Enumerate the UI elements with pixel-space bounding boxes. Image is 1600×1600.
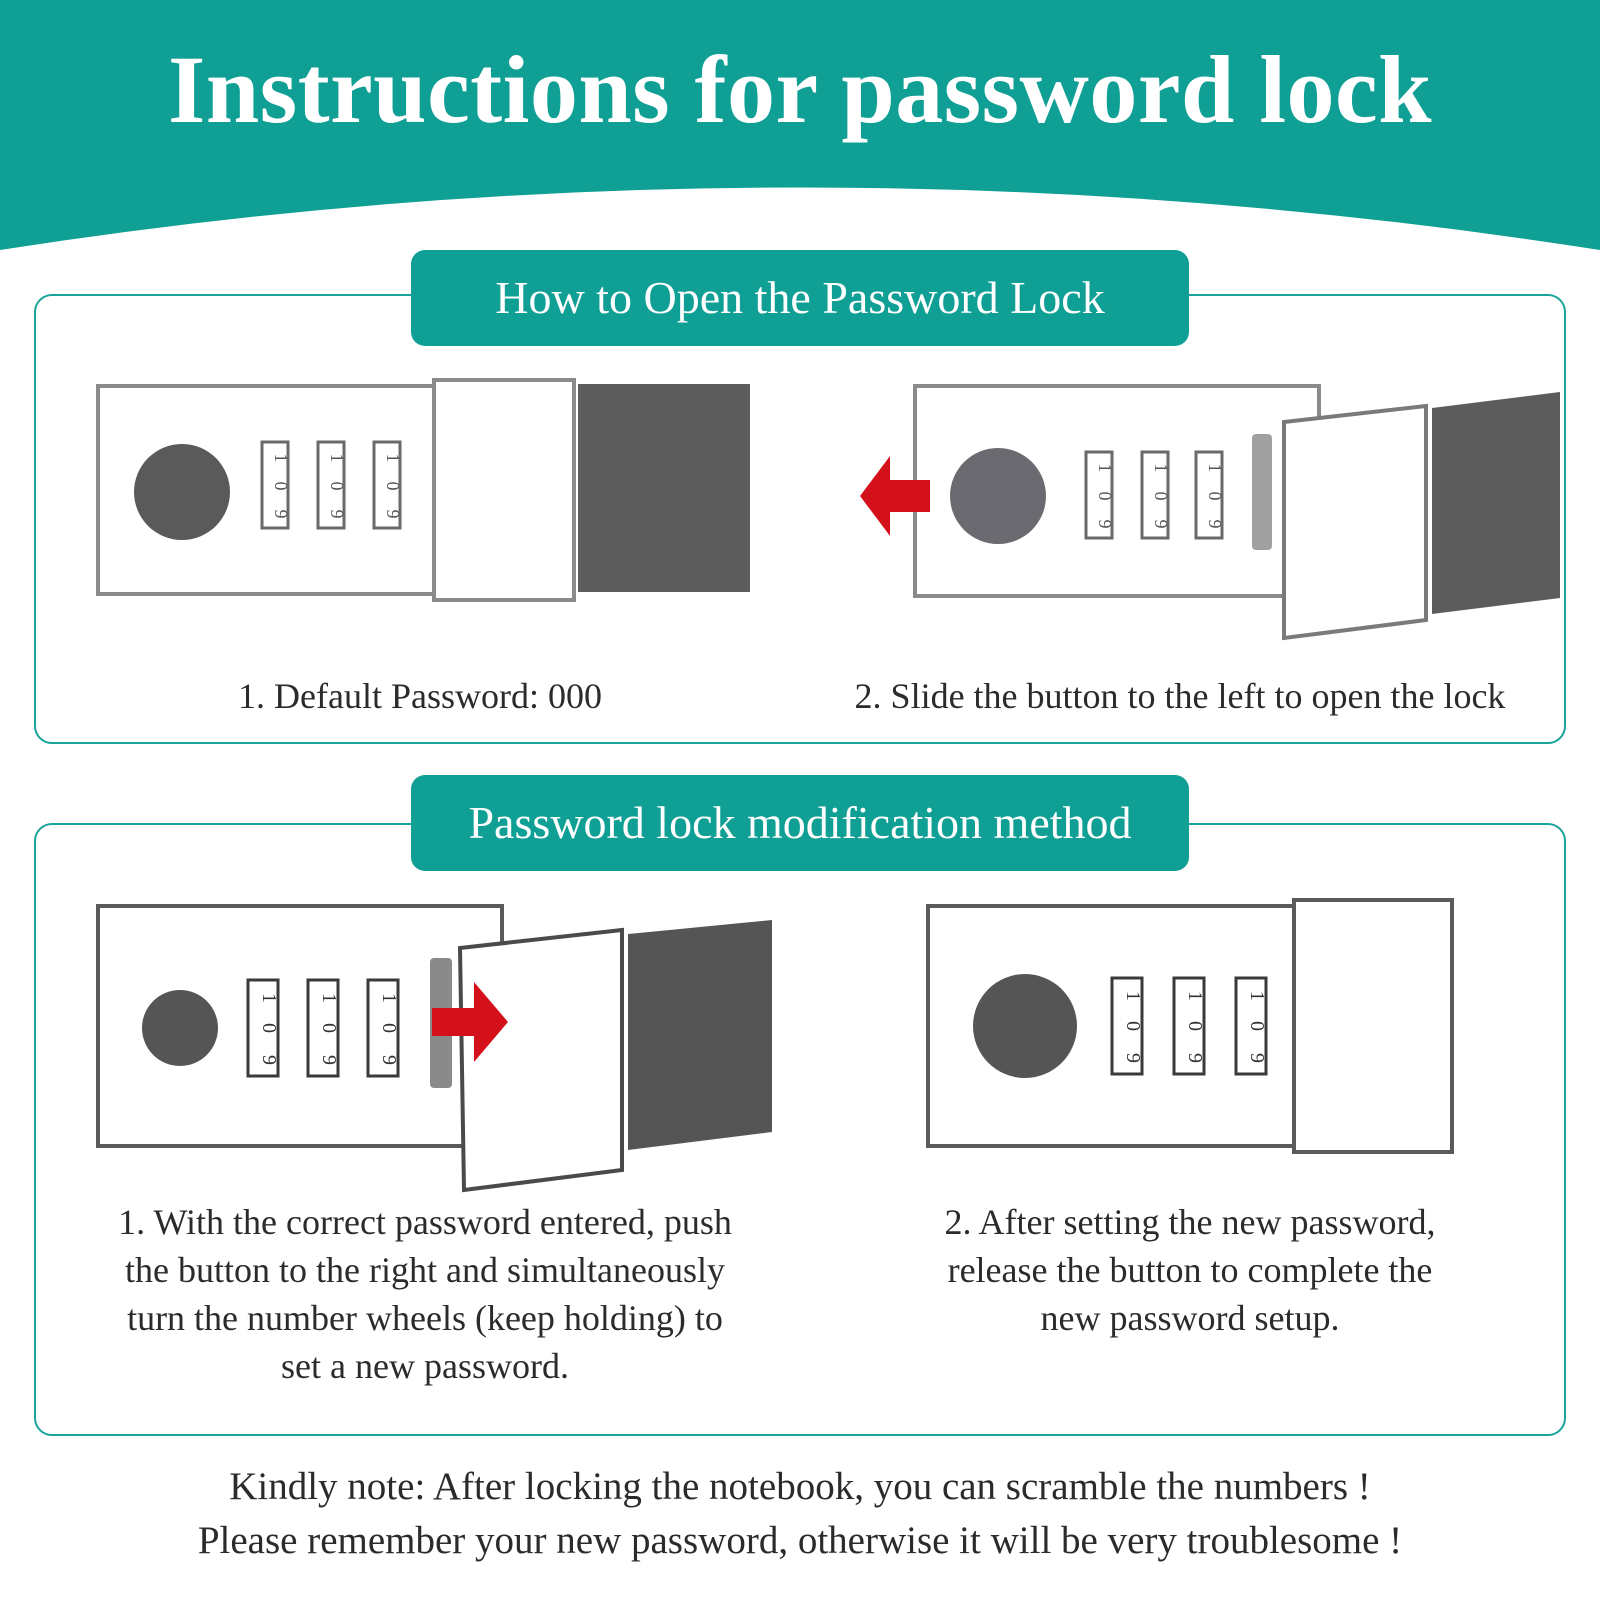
notebook-strap	[628, 920, 772, 1150]
modify-section-heading: Password lock modification method	[411, 775, 1189, 871]
wheel-digit: 1	[1151, 464, 1171, 473]
lock-slide-left-illustration: 1 0 9 1 0 9 1 0 9	[860, 384, 1560, 641]
wheel-digit: 1	[258, 993, 280, 1003]
lock-keyhole	[142, 990, 218, 1066]
wheel-digit: 0	[383, 482, 403, 491]
number-wheels: 1 0 9 1 0 9 1 0 9	[260, 440, 403, 530]
wheel-digit: 0	[1246, 1021, 1268, 1031]
wheel-digit: 9	[1184, 1053, 1206, 1063]
wheel-digit: 9	[1095, 520, 1115, 529]
modify-step-1-caption: 1. With the correct password entered, pu…	[118, 1202, 732, 1386]
open-step-1-caption: 1. Default Password: 000	[238, 676, 602, 716]
wheel-digit: 0	[378, 1023, 400, 1033]
lock-default-illustration: 1 0 9 1 0 9 1 0 9	[96, 378, 750, 602]
open-section-heading: How to Open the Password Lock	[411, 250, 1189, 346]
arrow-left-icon	[860, 456, 930, 536]
notebook-strap	[1432, 392, 1560, 614]
lock-flap	[457, 927, 624, 1193]
slide-button	[1252, 434, 1272, 550]
number-wheels: 1 0 9 1 0 9 1 0 9	[1110, 976, 1268, 1076]
wheel-digit: 0	[1122, 1021, 1144, 1031]
lock-flap	[1282, 403, 1428, 641]
wheel-digit: 0	[318, 1023, 340, 1033]
wheel-digit: 9	[327, 510, 347, 519]
number-wheels: 1 0 9 1 0 9 1 0 9	[1084, 450, 1225, 540]
lock-keyhole	[973, 974, 1077, 1078]
arrow-right-icon	[432, 982, 508, 1062]
page-title: Instructions for password lock	[167, 36, 1433, 143]
wheel-digit: 9	[318, 1055, 340, 1065]
wheel-digit: 1	[327, 454, 347, 463]
note-line-2: Please remember your new password, other…	[197, 1519, 1403, 1562]
wheel-digit: 9	[258, 1055, 280, 1065]
wheel-digit: 0	[271, 482, 291, 491]
wheel-digit: 1	[378, 993, 400, 1003]
lock-keyhole	[950, 448, 1046, 544]
lock-keyhole	[134, 444, 230, 540]
number-wheels: 1 0 9 1 0 9 1 0 9	[246, 978, 400, 1078]
wheel-digit: 1	[271, 454, 291, 463]
wheel-digit: 0	[327, 482, 347, 491]
lock-push-right-illustration: 1 0 9 1 0 9 1 0 9	[96, 904, 772, 1193]
wheel-digit: 1	[383, 454, 403, 463]
lock-flap	[1292, 898, 1454, 1154]
wheel-digit: 9	[1151, 520, 1171, 529]
wheel-digit: 0	[1095, 492, 1115, 501]
wheel-digit: 1	[1205, 464, 1225, 473]
open-step-2-caption: 2. Slide the button to the left to open …	[854, 676, 1506, 716]
wheel-digit: 0	[258, 1023, 280, 1033]
wheel-digit: 1	[1246, 991, 1268, 1001]
modify-step-2-caption: 2. After setting the new password, relea…	[944, 1202, 1436, 1338]
notebook-strap	[578, 384, 750, 592]
wheel-digit: 0	[1151, 492, 1171, 501]
wheel-digit: 1	[1184, 991, 1206, 1001]
wheel-digit: 9	[378, 1055, 400, 1065]
wheel-digit: 9	[1205, 520, 1225, 529]
header-banner	[0, 0, 1600, 250]
note-line-1: Kindly note: After locking the notebook,…	[229, 1465, 1371, 1508]
wheel-digit: 9	[271, 510, 291, 519]
wheel-digit: 1	[1095, 464, 1115, 473]
wheel-digit: 0	[1184, 1021, 1206, 1031]
wheel-digit: 9	[1122, 1053, 1144, 1063]
wheel-digit: 9	[383, 510, 403, 519]
wheel-digit: 0	[1205, 492, 1225, 501]
wheel-digit: 1	[1122, 991, 1144, 1001]
wheel-digit: 9	[1246, 1053, 1268, 1063]
lock-flap	[432, 378, 576, 602]
lock-release-illustration: 1 0 9 1 0 9 1 0 9	[926, 898, 1454, 1154]
wheel-digit: 1	[318, 993, 340, 1003]
